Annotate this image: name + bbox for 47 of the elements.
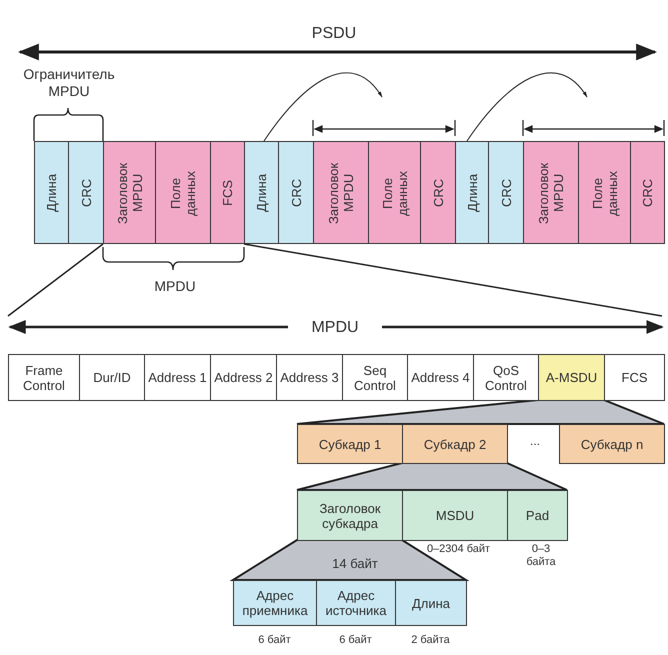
field-cell: Frame Control xyxy=(8,354,80,401)
field-cell: CRC xyxy=(278,141,314,244)
field-cell: CRC xyxy=(488,141,524,244)
field-cell: Address 4 xyxy=(407,354,474,401)
brace-label: MPDU xyxy=(153,278,197,295)
field-cell: FCS xyxy=(210,141,245,244)
field-cell: Длина xyxy=(34,141,69,244)
dimension-label: PSDU xyxy=(310,24,358,43)
field-cell: Длина xyxy=(455,141,489,244)
field-cell: Субкадр 2 xyxy=(402,424,508,464)
field-cell: Заголовок MPDU xyxy=(103,141,156,244)
field-cell: A-MSDU xyxy=(538,354,605,401)
size-label: 6 байт xyxy=(257,634,292,647)
curved-arrow xyxy=(264,72,382,142)
brace-label: Ограничитель MPDU xyxy=(22,66,116,100)
field-cell: CRC xyxy=(420,141,456,244)
field-cell: Длина xyxy=(244,141,279,244)
curved-arrow xyxy=(466,72,588,142)
field-cell: Адрес приемника xyxy=(233,580,317,626)
field-cell: Pad xyxy=(507,490,568,541)
size-label: 14 байт xyxy=(331,556,379,572)
field-cell: Заголовок субкадра xyxy=(297,490,403,541)
field-cell: MSDU xyxy=(402,490,508,541)
field-cell: Поле данных xyxy=(368,141,421,244)
field-cell: Поле данных xyxy=(155,141,211,244)
dimension-label: MPDU xyxy=(310,318,360,337)
size-label: 0–2304 байт xyxy=(426,543,492,556)
ellipsis: ... xyxy=(528,434,541,449)
field-cell: Seq Control xyxy=(342,354,408,401)
field-cell: Субкадр 1 xyxy=(297,424,403,464)
size-label: 0–3 байта xyxy=(525,543,557,569)
field-cell: Dur/ID xyxy=(79,354,145,401)
field-cell: Address 1 xyxy=(144,354,211,401)
field-cell: Адрес источника xyxy=(316,580,396,626)
field-cell: QoS Control xyxy=(473,354,539,401)
field-cell: Субкадр n xyxy=(559,424,665,464)
field-cell: Длина xyxy=(395,580,467,626)
field-cell: CRC xyxy=(68,141,104,244)
size-label: 2 байта xyxy=(410,634,451,647)
field-cell: CRC xyxy=(630,141,665,244)
field-cell: Заголовок MPDU xyxy=(313,141,369,244)
field-cell: Address 2 xyxy=(210,354,277,401)
field-cell: FCS xyxy=(604,354,665,401)
size-label: 6 байт xyxy=(338,634,373,647)
field-cell: Поле данных xyxy=(578,141,631,244)
field-cell: Заголовок MPDU xyxy=(523,141,579,244)
field-cell: Address 3 xyxy=(276,354,343,401)
